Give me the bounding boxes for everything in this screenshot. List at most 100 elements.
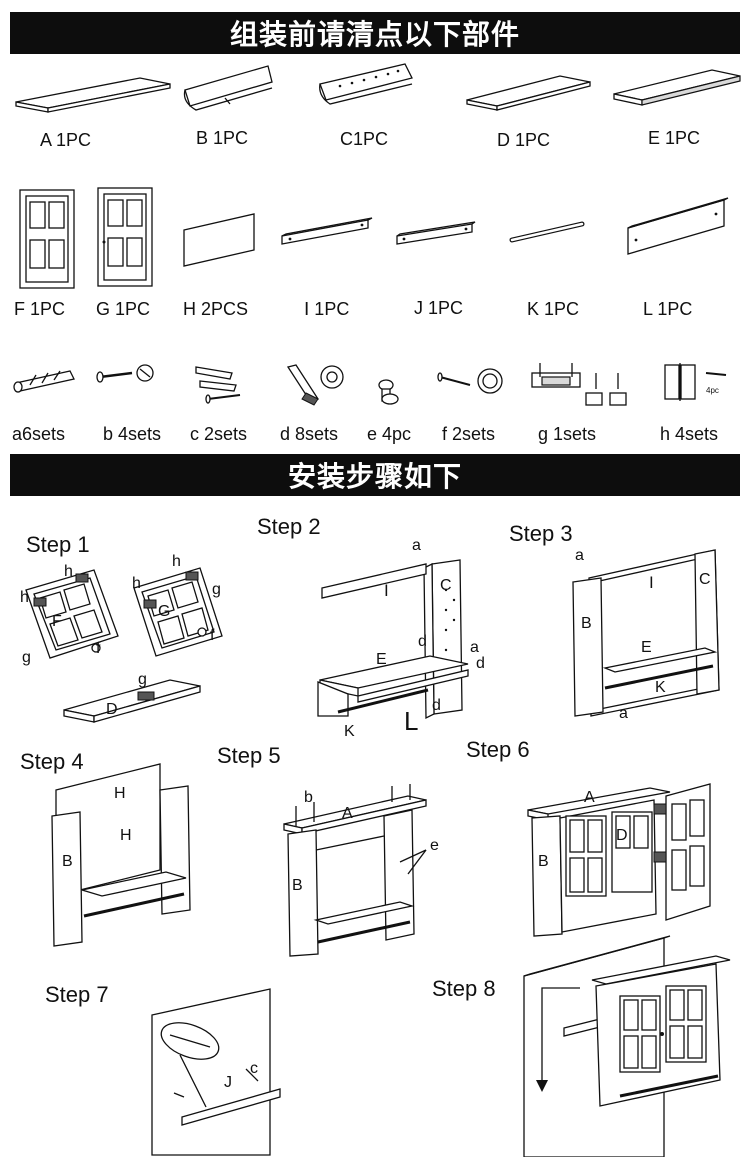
step3-callout-a1: a: [575, 547, 584, 564]
part-label-a: A 1PC: [40, 130, 92, 150]
step-7-title: Step 7: [45, 982, 109, 1007]
assembly-steps-banner: 安装步骤如下: [10, 454, 740, 496]
step5-callout-e: e: [430, 837, 439, 854]
step2-callout-d1: d: [418, 633, 427, 650]
hardware-label-e: e 4pc: [367, 424, 412, 444]
part-l-illustration: [627, 197, 729, 255]
part-label-k: K 1PC: [527, 299, 580, 319]
hardware-label-h: h 4sets: [660, 424, 719, 444]
part-label-f: F 1PC: [14, 299, 66, 319]
step3-callout-k: K: [655, 679, 666, 696]
step4-callout-b: B: [62, 853, 73, 870]
step2-callout-i: Ⅰ: [384, 583, 389, 600]
hardware-d-cam-lock-icon: [286, 364, 344, 406]
step-1-title: Step 1: [26, 532, 90, 557]
step5-callout-b-side: B: [292, 877, 303, 894]
step-6-illustration: A D B: [527, 783, 711, 937]
step2-callout-e: E: [376, 651, 387, 668]
step1-callout-g2: g: [212, 581, 221, 598]
hardware-e-shelf-pin-icon: [378, 379, 399, 405]
step1-callout-g-door: G: [158, 603, 170, 620]
parts-list-banner: 组装前请清点以下部件: [10, 12, 740, 54]
step1-callout-h2: h: [20, 589, 29, 606]
hardware-g-catch-icon: [531, 363, 627, 406]
part-label-e: E 1PC: [648, 128, 701, 148]
part-label-j: J 1PC: [414, 298, 464, 318]
step1-callout-d: D: [106, 701, 118, 718]
step2-callout-d3: d: [432, 697, 441, 714]
step6-callout-a: A: [584, 789, 595, 806]
step-6-title: Step 6: [466, 737, 530, 762]
part-label-h: H 2PCS: [183, 299, 249, 319]
hardware-illustrations: 4pc: [13, 363, 727, 406]
part-d-illustration: [466, 75, 591, 111]
step3-callout-b: B: [581, 615, 592, 632]
step-2-title: Step 2: [257, 514, 321, 539]
step1-callout-f1: f: [96, 640, 101, 657]
step3-callout-a2: a: [619, 705, 628, 722]
step2-callout-d2: d: [476, 655, 485, 672]
step1-callout-h3: h: [172, 553, 181, 570]
step-4-illustration: H H B: [51, 763, 191, 947]
step1-callout-h4: h: [132, 575, 141, 592]
assembly-steps-title: 安装步骤如下: [287, 460, 462, 493]
part-k-illustration: [509, 221, 585, 243]
hardware-label-c: c 2sets: [190, 424, 248, 444]
step-3-illustration: a Ⅰ C B E K a: [572, 547, 720, 722]
step2-callout-a2: a: [470, 639, 479, 656]
hardware-f-knob-icon: [437, 368, 503, 394]
step-1-illustration: h h h h F G g f f g g D: [20, 553, 223, 723]
hinge-quantity-note: 4pc: [706, 386, 719, 395]
step2-callout-c: C: [440, 577, 452, 594]
step6-callout-b: B: [538, 853, 549, 870]
part-i-illustration: [281, 217, 373, 245]
step3-callout-c: C: [699, 571, 711, 588]
part-label-b: B 1PC: [196, 128, 249, 148]
part-h-illustration: [183, 213, 255, 267]
step1-callout-g3: g: [138, 671, 147, 688]
parts-row1-illustrations: [15, 63, 741, 113]
parts-list-title: 组装前请清点以下部件: [229, 18, 520, 51]
step3-callout-i: Ⅰ: [649, 575, 654, 592]
part-label-g: G 1PC: [96, 299, 151, 319]
part-b-illustration: [183, 65, 273, 111]
step7-callout-c: c: [250, 1060, 258, 1077]
part-label-d: D 1PC: [497, 130, 551, 150]
hardware-label-f: f 2sets: [442, 424, 496, 444]
hardware-label-g: g 1sets: [538, 424, 597, 444]
step-7-illustration: J c: [151, 988, 281, 1156]
part-label-i: Ⅰ 1PC: [304, 299, 350, 319]
part-label-l: L 1PC: [643, 299, 693, 319]
step1-callout-h1: h: [64, 563, 73, 580]
step-5-title: Step 5: [217, 743, 281, 768]
step3-callout-e: E: [641, 639, 652, 656]
step4-callout-h1: H: [114, 785, 126, 802]
step1-callout-f2: f: [210, 627, 215, 644]
step-8-illustration: [523, 935, 731, 1157]
step2-callout-a1: a: [412, 537, 421, 554]
parts-row2-illustrations: [19, 187, 729, 289]
hardware-a-dowel-icon: [13, 370, 75, 393]
hardware-label-a: a6sets: [12, 424, 66, 444]
step-5-illustration: b A e B: [283, 784, 439, 957]
hardware-label-d: d 8sets: [280, 424, 339, 444]
part-j-illustration: [396, 221, 476, 245]
hardware-h-hinge-icon: [664, 363, 727, 401]
part-f-illustration: [19, 189, 75, 289]
part-c-illustration: [319, 63, 413, 105]
hardware-label-b: b 4sets: [103, 424, 162, 444]
step2-callout-l: L: [404, 706, 418, 736]
step5-callout-a: A: [342, 805, 353, 822]
step6-callout-d: D: [616, 827, 628, 844]
part-label-c: C1PC: [340, 129, 389, 149]
step1-callout-f-door: F: [52, 613, 62, 630]
part-g-illustration: [97, 187, 153, 287]
step4-callout-h2: H: [120, 827, 132, 844]
step2-callout-k: K: [344, 723, 355, 740]
step-8-title: Step 8: [432, 976, 496, 1001]
step-3-title: Step 3: [509, 521, 573, 546]
step7-callout-j: J: [224, 1074, 232, 1091]
step-2-illustration: a C Ⅰ d a d E d K L: [317, 537, 485, 740]
part-a-illustration: [15, 77, 171, 113]
step5-callout-b: b: [304, 789, 313, 806]
